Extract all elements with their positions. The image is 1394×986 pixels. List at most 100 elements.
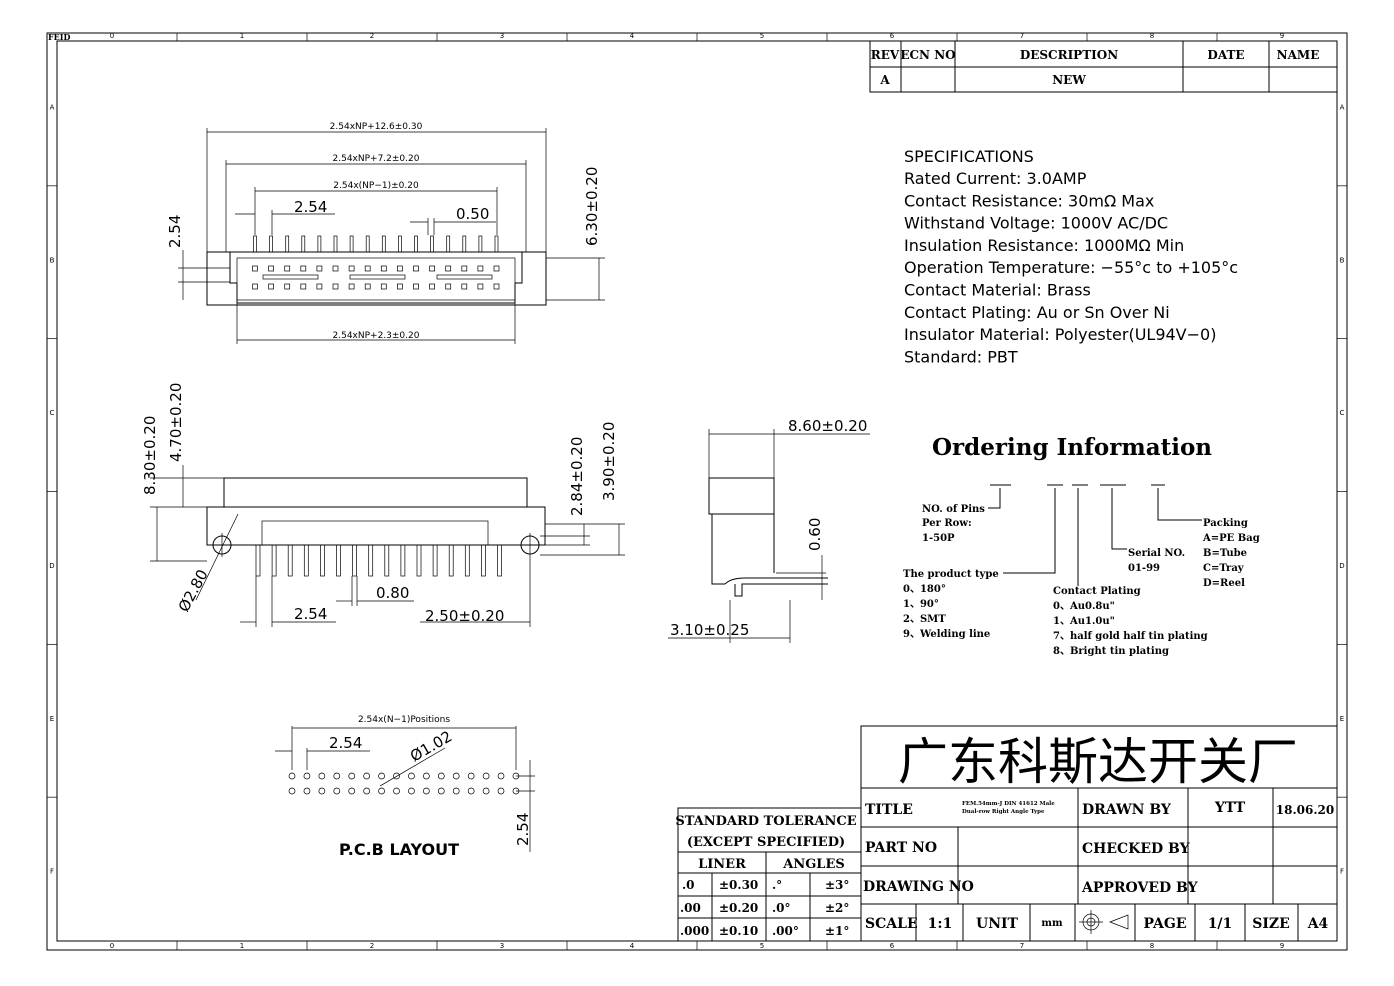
- pcb-hole: [467, 787, 475, 795]
- description-value: NEW: [1052, 73, 1086, 87]
- checked-by-label: CHECKED BY: [1082, 841, 1191, 857]
- title-value-line-1: FEM.54mm-J DIN 41612 Male: [962, 801, 1055, 807]
- side-pin-thickness: 0.80: [376, 584, 409, 602]
- top-pin-span: 2.54x(NP−1)±0.20: [333, 181, 419, 191]
- pcb-hole: [512, 787, 520, 795]
- product-type-label: The product type: [903, 569, 999, 580]
- spec-line: Rated Current: 3.0AMP: [904, 169, 1087, 188]
- frame-row-label: C: [1340, 409, 1345, 417]
- part-no-label: PART NO: [865, 840, 937, 856]
- ordering-title: Ordering Information: [932, 434, 1212, 461]
- tol-row1-angle-val: ±3°: [825, 878, 849, 892]
- frame-column-label: 4: [630, 942, 635, 950]
- plating-8: 8、Bright tin plating: [1053, 646, 1169, 657]
- drawing-no-label: DRAWING NO: [863, 879, 974, 895]
- frame-column-label: 1: [240, 942, 244, 950]
- scale-label: SCALE: [865, 916, 918, 932]
- description-header: DESCRIPTION: [1020, 48, 1118, 62]
- pcb-hole: [497, 787, 505, 795]
- tol-row3-angle-val: ±1°: [825, 924, 849, 938]
- pcb-hole: [512, 772, 520, 780]
- frame-column-label: 5: [760, 942, 764, 950]
- pcb-hole: [318, 772, 326, 780]
- spec-line: Insulator Material: Polyester(UL94V−0): [904, 325, 1216, 344]
- side-view: 8.30±0.20 4.70±0.20 2.84±0.20 3.90±0.20 …: [141, 383, 625, 627]
- spec-line: Insulation Resistance: 1000MΩ Min: [904, 236, 1184, 255]
- top-row-pitch: 2.54: [166, 215, 184, 248]
- product-type-0: 0、180°: [903, 584, 946, 595]
- tol-row2-angle-val: ±2°: [825, 901, 849, 915]
- frame-row-label: D: [49, 562, 54, 570]
- frame-row-label: B: [50, 256, 55, 264]
- pcb-hole: [363, 787, 370, 795]
- approved-by-label: APPROVED BY: [1081, 880, 1199, 896]
- frame-column-label: 7: [1020, 942, 1024, 950]
- pins-label-3: 1-50P: [922, 533, 955, 544]
- spec-line: Contact Resistance: 30mΩ Max: [904, 191, 1154, 210]
- pcb-hole: [348, 772, 356, 780]
- scale-value: 1:1: [928, 916, 953, 932]
- frame-column-label: 0: [110, 942, 114, 950]
- pcb-layout: 2.54x(N−1)Positions 2.54 Ø1.02 2.54 P.C.…: [275, 715, 535, 859]
- pcb-hole: [288, 787, 296, 795]
- pcb-hole: [363, 772, 370, 780]
- plating-label: Contact Plating: [1053, 586, 1141, 597]
- frame-column-label: 4: [630, 32, 635, 40]
- pcb-hole: [497, 772, 505, 780]
- pcb-hole: [408, 772, 415, 780]
- frame-column-label: 2: [370, 32, 374, 40]
- end-width: 8.60±0.20: [788, 417, 867, 435]
- frame-column-label: 9: [1280, 32, 1284, 40]
- side-hole-diameter: Ø2.80: [175, 567, 212, 615]
- serial-range: 01-99: [1128, 563, 1160, 574]
- top-overall-width: 2.54xNP+12.6±0.30: [330, 122, 423, 132]
- pcb-hole-diameter: Ø1.02: [407, 727, 455, 765]
- top-inner-width: 2.54xNP+2.3±0.20: [333, 331, 420, 341]
- size-value: A4: [1307, 916, 1329, 932]
- pcb-holes: [288, 772, 520, 795]
- end-pin-thickness: 0.60: [806, 518, 824, 551]
- top-pitch: 2.54: [294, 198, 327, 216]
- ordering-information: Ordering Information NO. of Pins Per Row…: [903, 434, 1260, 657]
- pcb-hole: [378, 787, 385, 795]
- end-view: 8.60±0.20 0.60 3.10±0.25: [668, 417, 870, 643]
- pcb-hole: [348, 787, 356, 795]
- revision-table: REV ECN NO DESCRIPTION DATE NAME A NEW: [869, 40, 1338, 93]
- frame-row-label: A: [50, 103, 55, 111]
- spec-line: Contact Material: Brass: [904, 281, 1091, 300]
- frame-column-label: 3: [500, 32, 504, 40]
- tolerance-title-2: (EXCEPT SPECIFIED): [687, 835, 845, 850]
- spec-line: Standard: PBT: [904, 347, 1018, 366]
- pcb-hole: [482, 772, 490, 780]
- side-pitch: 2.54: [294, 605, 327, 623]
- plating-7: 7、half gold half tin plating: [1053, 631, 1208, 642]
- tol-row3-angle: .00°: [772, 924, 799, 938]
- pcb-hole: [423, 787, 430, 795]
- pcb-hole: [303, 787, 311, 795]
- frame-column-label: 5: [760, 32, 764, 40]
- side-pin-height: 3.90±0.20: [600, 422, 618, 501]
- top-view: 2.54xNP+12.6±0.30 2.54xNP+7.2±0.20 2.54x…: [166, 122, 605, 344]
- company-name: 广东科斯达开关厂: [898, 733, 1298, 791]
- pcb-hole: [437, 772, 445, 780]
- top-view-pins: [252, 235, 500, 290]
- unit-value: mm: [1041, 918, 1063, 929]
- frame-column-label: 9: [1280, 942, 1284, 950]
- tol-row3-liner-val: ±0.10: [719, 924, 758, 938]
- frame-column-label: 6: [890, 32, 895, 40]
- spec-line: Withstand Voltage: 1000V AC/DC: [904, 214, 1168, 233]
- top-body-width: 2.54xNP+7.2±0.20: [333, 154, 420, 164]
- date-header: DATE: [1207, 48, 1244, 62]
- pcb-hole: [452, 787, 460, 795]
- frame-row-label: F: [1340, 868, 1344, 876]
- tolerance-liner-header: LINER: [698, 857, 746, 872]
- top-pin-width: 0.50: [456, 205, 489, 223]
- frame-row-label: C: [50, 409, 55, 417]
- frame-row-label: B: [1340, 256, 1345, 264]
- tol-row1-liner: .0: [682, 878, 695, 892]
- pins-label-1: NO. of Pins: [922, 504, 985, 515]
- tol-row2-liner: .00: [680, 901, 701, 915]
- frame-column-label: 6: [890, 942, 895, 950]
